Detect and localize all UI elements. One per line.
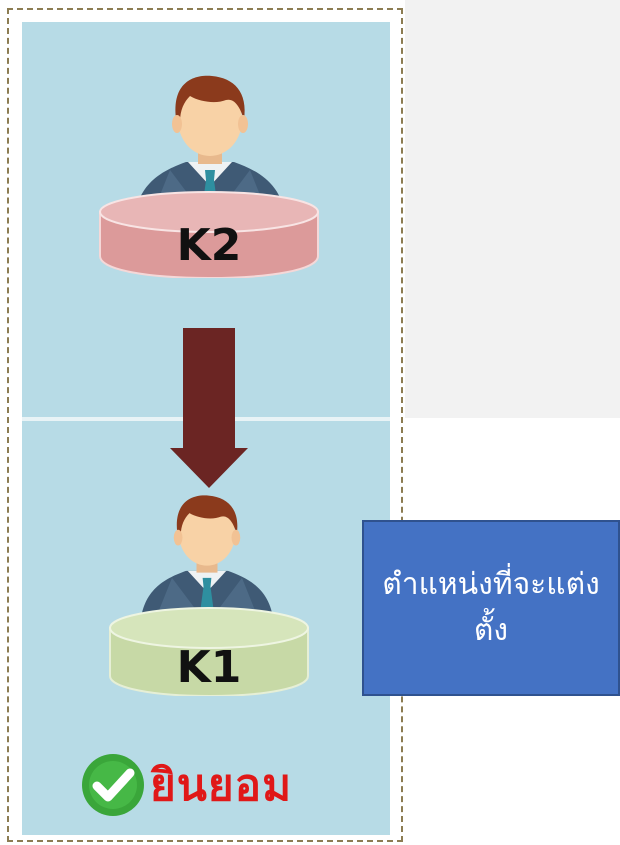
- k1-label: K1: [176, 642, 242, 693]
- consent-text: ยินยอม: [150, 760, 293, 811]
- position-callout-box: ตำแหน่งที่จะแต่งตั้ง: [362, 520, 620, 696]
- consent-indicator: ยินยอม: [80, 750, 292, 820]
- upper-position-node: K2: [98, 190, 320, 278]
- dashed-frame: [7, 8, 403, 842]
- pink-pod-shape: [99, 191, 319, 278]
- check-circle-icon: [82, 754, 144, 816]
- background-gray-area: [405, 0, 620, 418]
- k2-label: K2: [176, 220, 242, 271]
- person-icon-k1: [140, 495, 274, 622]
- green-pod-shape: [109, 607, 309, 696]
- lower-position-node: K1: [108, 606, 310, 696]
- callout-text: ตำแหน่งที่จะแต่งตั้ง: [382, 567, 600, 648]
- down-arrow-icon: [170, 328, 248, 488]
